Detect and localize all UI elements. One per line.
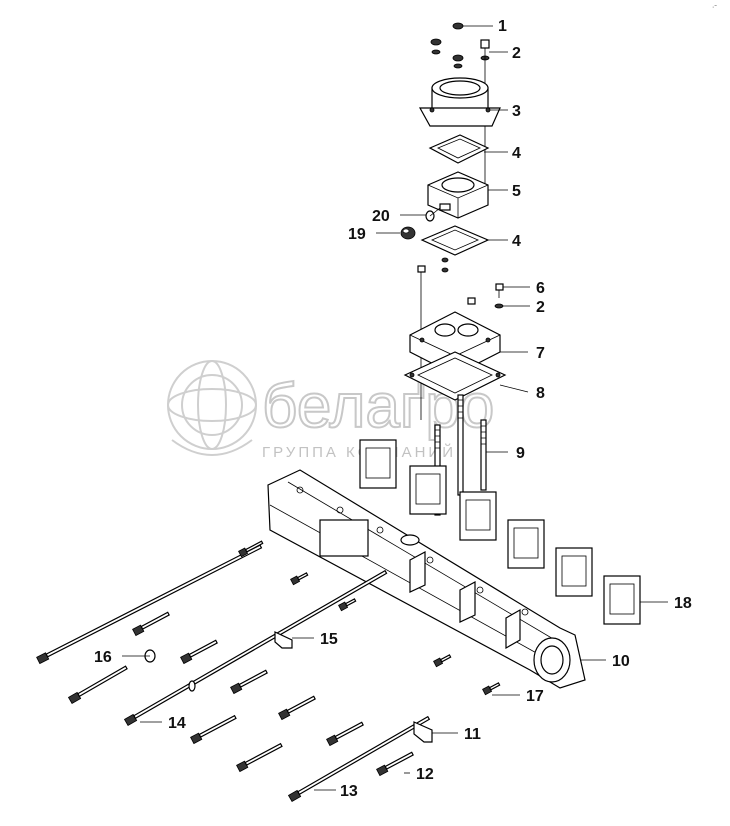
callout-9: 9 [516, 445, 525, 462]
callout-4: 4 [512, 145, 521, 162]
callout-6: 6 [536, 280, 545, 297]
callout-10: 10 [612, 653, 630, 670]
small-screws-17 [238, 540, 501, 696]
callout-4b: 4 [512, 233, 521, 250]
long-bolts-13 [36, 544, 431, 803]
callout-12: 12 [416, 766, 434, 783]
callout-19: 19 [348, 226, 366, 243]
bracket-11 [413, 721, 433, 743]
elbow-housing-3 [418, 77, 501, 127]
gasket-4-upper [428, 134, 490, 164]
callout-2: 2 [512, 45, 521, 62]
leader-lines [122, 25, 668, 791]
fitting-20 [425, 207, 441, 222]
gasket-4-lower [420, 225, 490, 273]
callout-8: 8 [536, 385, 545, 402]
callout-3: 3 [512, 103, 521, 120]
callout-20: 20 [372, 208, 390, 225]
corner-mark: ᐧᐨ [712, 3, 717, 12]
spacer-block-5 [427, 171, 489, 219]
callout-7: 7 [536, 345, 545, 362]
nut-1 [430, 22, 464, 69]
callout-13: 13 [340, 783, 358, 800]
callout-2b: 2 [536, 299, 545, 316]
medium-bolts-12 [132, 611, 414, 777]
callout-16: 16 [94, 649, 112, 666]
watermark-tagline: ГРУППА КОМПАНИЙ [262, 443, 456, 461]
callout-5: 5 [512, 183, 521, 200]
exhaust-manifold-10 [267, 469, 586, 689]
callout-18: 18 [674, 595, 692, 612]
callout-15: 15 [320, 631, 338, 648]
watermark-logo-icon [167, 360, 257, 456]
plug-19 [400, 226, 416, 240]
bracket-15 [274, 631, 293, 649]
port-gaskets-18 [359, 439, 641, 625]
callout-17: 17 [526, 688, 544, 705]
callout-14: 14 [168, 715, 186, 732]
callout-1: 1 [498, 18, 507, 35]
gasket-8 [403, 351, 507, 401]
callouts: 1 2 3 4 5 20 19 4 6 2 7 8 9 18 10 15 16 … [94, 18, 692, 800]
callout-11: 11 [464, 726, 481, 743]
